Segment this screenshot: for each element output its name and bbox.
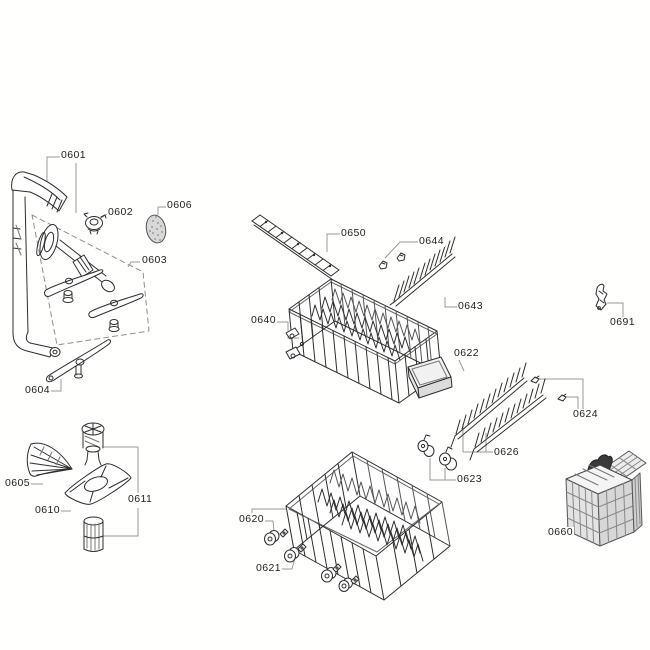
seal-disc-drawing-0606 [145,214,167,244]
leader-0691 [607,302,624,317]
clips-drawing-0624 [530,375,567,402]
part-callout-0622[interactable]: 0622 [453,347,480,359]
nozzle-bit-1 [62,290,74,303]
part-callout-0620[interactable]: 0620 [238,513,265,525]
leader-0620 [251,508,286,532]
tine-rows-drawing-0626 [450,362,547,461]
spray-assembly-drawing-0603 [36,223,144,332]
leader-0650 [326,233,340,252]
tine-row-drawing-0643 [389,236,456,307]
check-valve-drawing-0611 [81,422,105,466]
leader-0622 [458,359,465,372]
nozzle-bit-2 [108,319,120,332]
fan-filter-drawing-0605 [26,442,73,477]
upper-basket-drawing [285,278,442,404]
part-callout-0623[interactable]: 0623 [456,473,483,485]
feed-tube-drawing [11,171,68,358]
filter-plate-drawing-0610 [64,463,132,505]
part-callout-0611[interactable]: 0611 [127,493,154,505]
part-callout-0650[interactable]: 0650 [340,227,367,239]
bracket-drawing-0691 [595,283,608,311]
impeller-drawing-0602 [83,212,107,235]
part-callout-0605[interactable]: 0605 [4,477,31,489]
tray-drawing-0622 [407,356,453,399]
leader-0624 [539,378,584,409]
rollers-drawing-0623 [417,434,457,471]
part-callout-0626[interactable]: 0626 [493,446,520,458]
leader-0603 [127,261,140,268]
part-callout-0604[interactable]: 0604 [24,384,51,396]
part-callout-0602[interactable]: 0602 [107,206,134,218]
part-callout-0624[interactable]: 0624 [572,408,599,420]
part-callout-0660[interactable]: 0660 [547,526,574,538]
part-callout-0691[interactable]: 0691 [609,316,636,328]
leader-0611 [103,446,139,537]
part-callout-0640[interactable]: 0640 [250,314,277,326]
dashed-assembly-box-0603 [31,214,150,346]
leader-0604 [50,379,62,392]
leader-0601 [46,156,60,182]
part-callout-0603[interactable]: 0603 [141,254,168,266]
cup-shelf-drawing-0650 [251,214,340,281]
part-callout-0606[interactable]: 0606 [166,199,193,211]
clips-drawing-0644 [378,252,406,270]
part-callout-0610[interactable]: 0610 [34,504,61,516]
part-callout-0644[interactable]: 0644 [418,235,445,247]
leader-0623 [429,458,456,481]
cutlery-basket-drawing-0660 [565,450,647,547]
part-callout-0621[interactable]: 0621 [255,562,282,574]
spray-arm-drawing-0604 [45,339,111,383]
leader-0643 [444,297,457,308]
leader-0606 [157,206,166,215]
filter-cylinder-drawing-0611 [83,516,104,552]
part-callout-0601[interactable]: 0601 [60,149,87,161]
wheels-drawing-0621 [264,528,360,592]
lower-basket-drawing-0620 [285,451,451,601]
part-callout-0643[interactable]: 0643 [457,300,484,312]
leader-0644 [384,241,418,259]
